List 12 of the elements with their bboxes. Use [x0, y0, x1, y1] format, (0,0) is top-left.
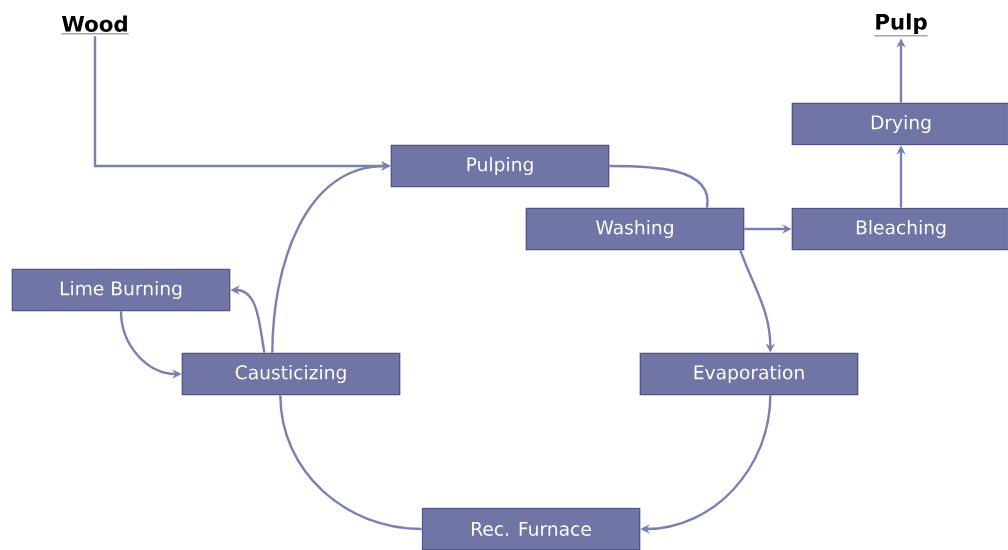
process-box: Washing — [525, 207, 745, 251]
heading-text: Wood — [61, 15, 129, 35]
connector-line — [279, 395, 422, 531]
connector-line — [609, 164, 709, 208]
heading-text: Pulp — [874, 13, 928, 37]
process-box: Lime Burning — [11, 268, 231, 312]
process-box: Drying — [791, 102, 1008, 146]
process-box: Rec. Furnace — [421, 507, 641, 550]
process-box: Bleaching — [791, 207, 1008, 251]
process-box: Evaporation — [639, 352, 859, 396]
process-box: Pulping — [390, 144, 610, 188]
process-box: Causticizing — [181, 352, 401, 396]
